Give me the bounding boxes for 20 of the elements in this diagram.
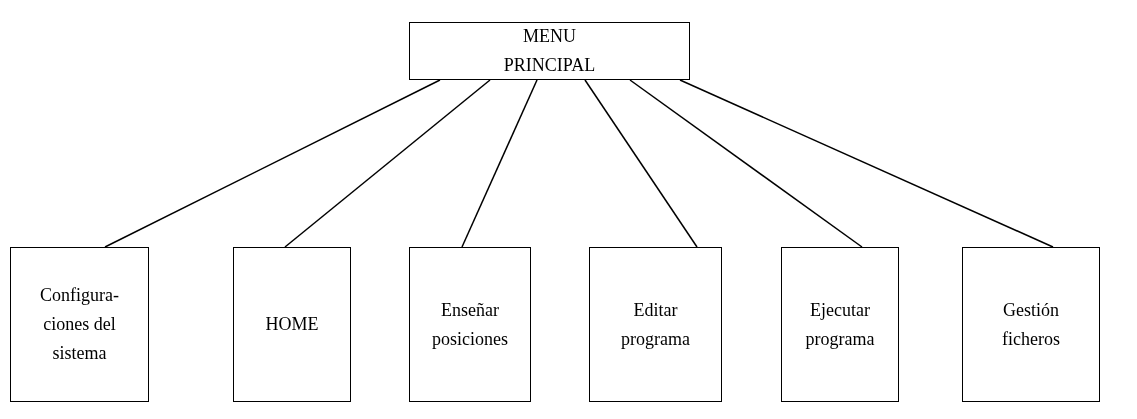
- connector-line: [461, 79, 538, 248]
- menu-box: [409, 22, 690, 80]
- connector-line: [584, 79, 698, 248]
- submenu-box: [962, 247, 1100, 402]
- submenu-box: [781, 247, 899, 402]
- box-label: Ejecutar programa: [804, 298, 876, 351]
- box-label: HOME: [265, 313, 319, 337]
- submenu-box: [233, 247, 351, 402]
- box-label: Configura- ciones del sistema: [39, 284, 120, 365]
- submenu-box: [10, 247, 149, 402]
- connector-line: [629, 79, 863, 248]
- connector-line: [104, 79, 441, 248]
- submenu-box: [589, 247, 722, 402]
- submenu-box: [409, 247, 531, 402]
- box-label: Gestión ficheros: [1001, 298, 1061, 351]
- connector-line: [284, 79, 491, 248]
- box-label: MENU PRINCIPAL: [502, 25, 597, 77]
- connector-line: [679, 79, 1054, 248]
- box-label: Editar programa: [620, 298, 691, 351]
- box-label: Enseñar posiciones: [431, 298, 509, 351]
